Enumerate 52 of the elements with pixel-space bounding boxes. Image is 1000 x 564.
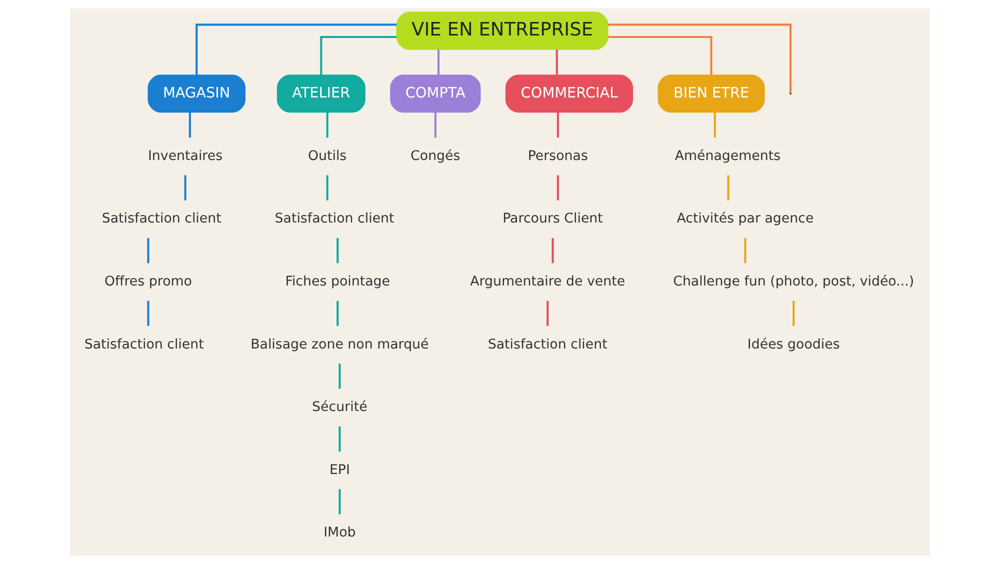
connector	[196, 24, 397, 75]
connector	[546, 300, 549, 326]
node-text: Congés	[410, 148, 460, 164]
connector	[714, 112, 716, 138]
connector	[437, 50, 440, 75]
connector	[338, 426, 341, 452]
connector	[326, 175, 328, 200]
connector	[336, 238, 339, 264]
connector	[147, 300, 150, 326]
node-box: VIE EN ENTREPRISE	[396, 12, 608, 50]
connector	[184, 175, 186, 200]
node-box: BIEN ETRE	[658, 74, 765, 113]
node-text: Challenge fun (photo, post, vidéo...)	[673, 274, 914, 290]
connector	[556, 175, 559, 200]
node-text: IMob	[324, 526, 356, 541]
node-text: Aménagements	[674, 148, 781, 164]
node-text: Offres promo	[104, 274, 192, 290]
connector	[556, 112, 559, 138]
connector	[434, 112, 436, 138]
connector	[792, 300, 795, 326]
node-text: Inventaires	[148, 148, 223, 164]
connector	[188, 112, 191, 138]
node-box: COMPTA	[390, 74, 481, 113]
connector	[336, 300, 339, 326]
connector	[338, 364, 341, 389]
node-text: Satisfaction client	[274, 212, 394, 227]
node-text: Fiches pointage	[285, 274, 390, 290]
node-text: Balisage zone non marqué	[250, 337, 429, 352]
connector	[608, 36, 712, 76]
node-text: Satisfaction client	[488, 337, 608, 352]
connector	[147, 238, 150, 264]
node-text: Parcours Client	[502, 212, 603, 227]
connector	[326, 112, 328, 138]
node-text: Sécurité	[312, 400, 368, 416]
connector	[552, 238, 554, 264]
connector	[608, 24, 792, 94]
node-box: ATELIER	[276, 74, 366, 113]
node-text: Outils	[308, 148, 347, 164]
node-text: Argumentaire de vente	[470, 274, 626, 290]
node-text: Idées goodies	[747, 337, 840, 352]
connector	[556, 50, 558, 75]
node-text: Personas	[528, 148, 588, 164]
node-box: COMMERCIAL	[505, 74, 634, 113]
connector	[744, 238, 746, 264]
node-text: EPI	[329, 462, 350, 478]
connector	[338, 489, 341, 514]
node-box: MAGASIN	[148, 74, 246, 113]
connector	[727, 175, 730, 200]
node-text: Satisfaction client	[102, 212, 222, 227]
connector	[320, 36, 397, 76]
node-text: Activités par agence	[676, 212, 814, 227]
node-text: Satisfaction client	[84, 337, 204, 352]
